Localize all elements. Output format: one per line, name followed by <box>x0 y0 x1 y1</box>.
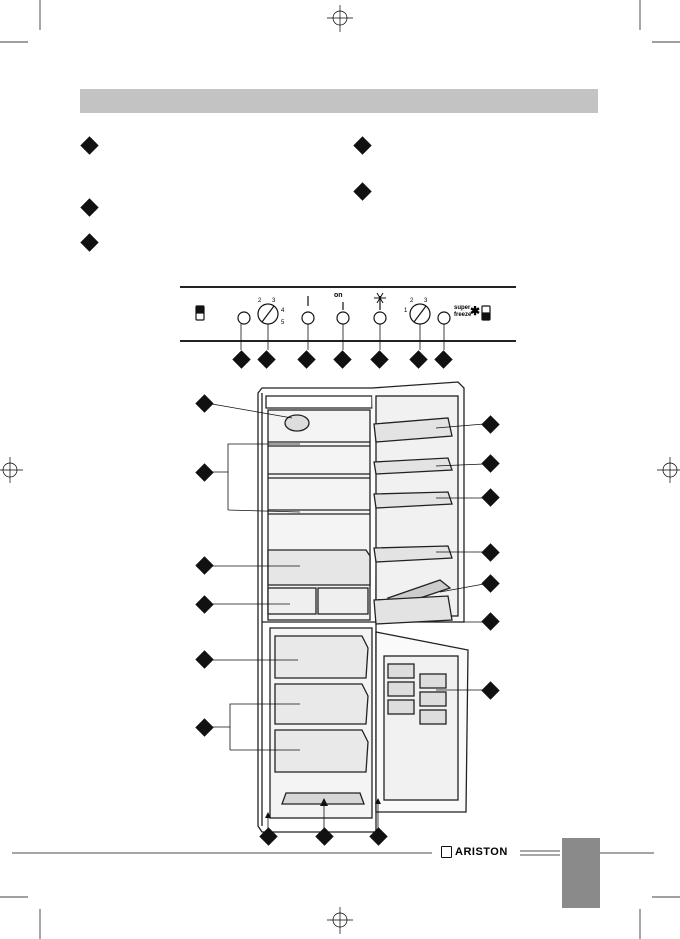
dial-right-mark: 2 <box>410 298 414 304</box>
snowflake-icon: ✱ <box>470 304 481 318</box>
ariston-logo-icon <box>441 846 452 858</box>
dial-left-mark: 3 <box>272 298 276 304</box>
page-side-tab <box>562 838 600 908</box>
freeze-label: freeze <box>454 312 472 318</box>
dial-left-mark: 5 <box>281 320 285 326</box>
on-label: on <box>334 292 343 299</box>
super-label: super <box>454 305 471 311</box>
control-panel-top-edge <box>180 286 516 288</box>
brand-name: ARISTON <box>455 846 508 858</box>
dial-left-mark: 2 <box>258 298 262 304</box>
dial-right-mark: 3 <box>424 298 428 304</box>
section-header-bar <box>80 89 598 113</box>
control-panel-bottom-edge <box>180 340 516 342</box>
dial-left-mark: 4 <box>281 308 285 314</box>
dial-right-mark: 1 <box>404 308 408 314</box>
